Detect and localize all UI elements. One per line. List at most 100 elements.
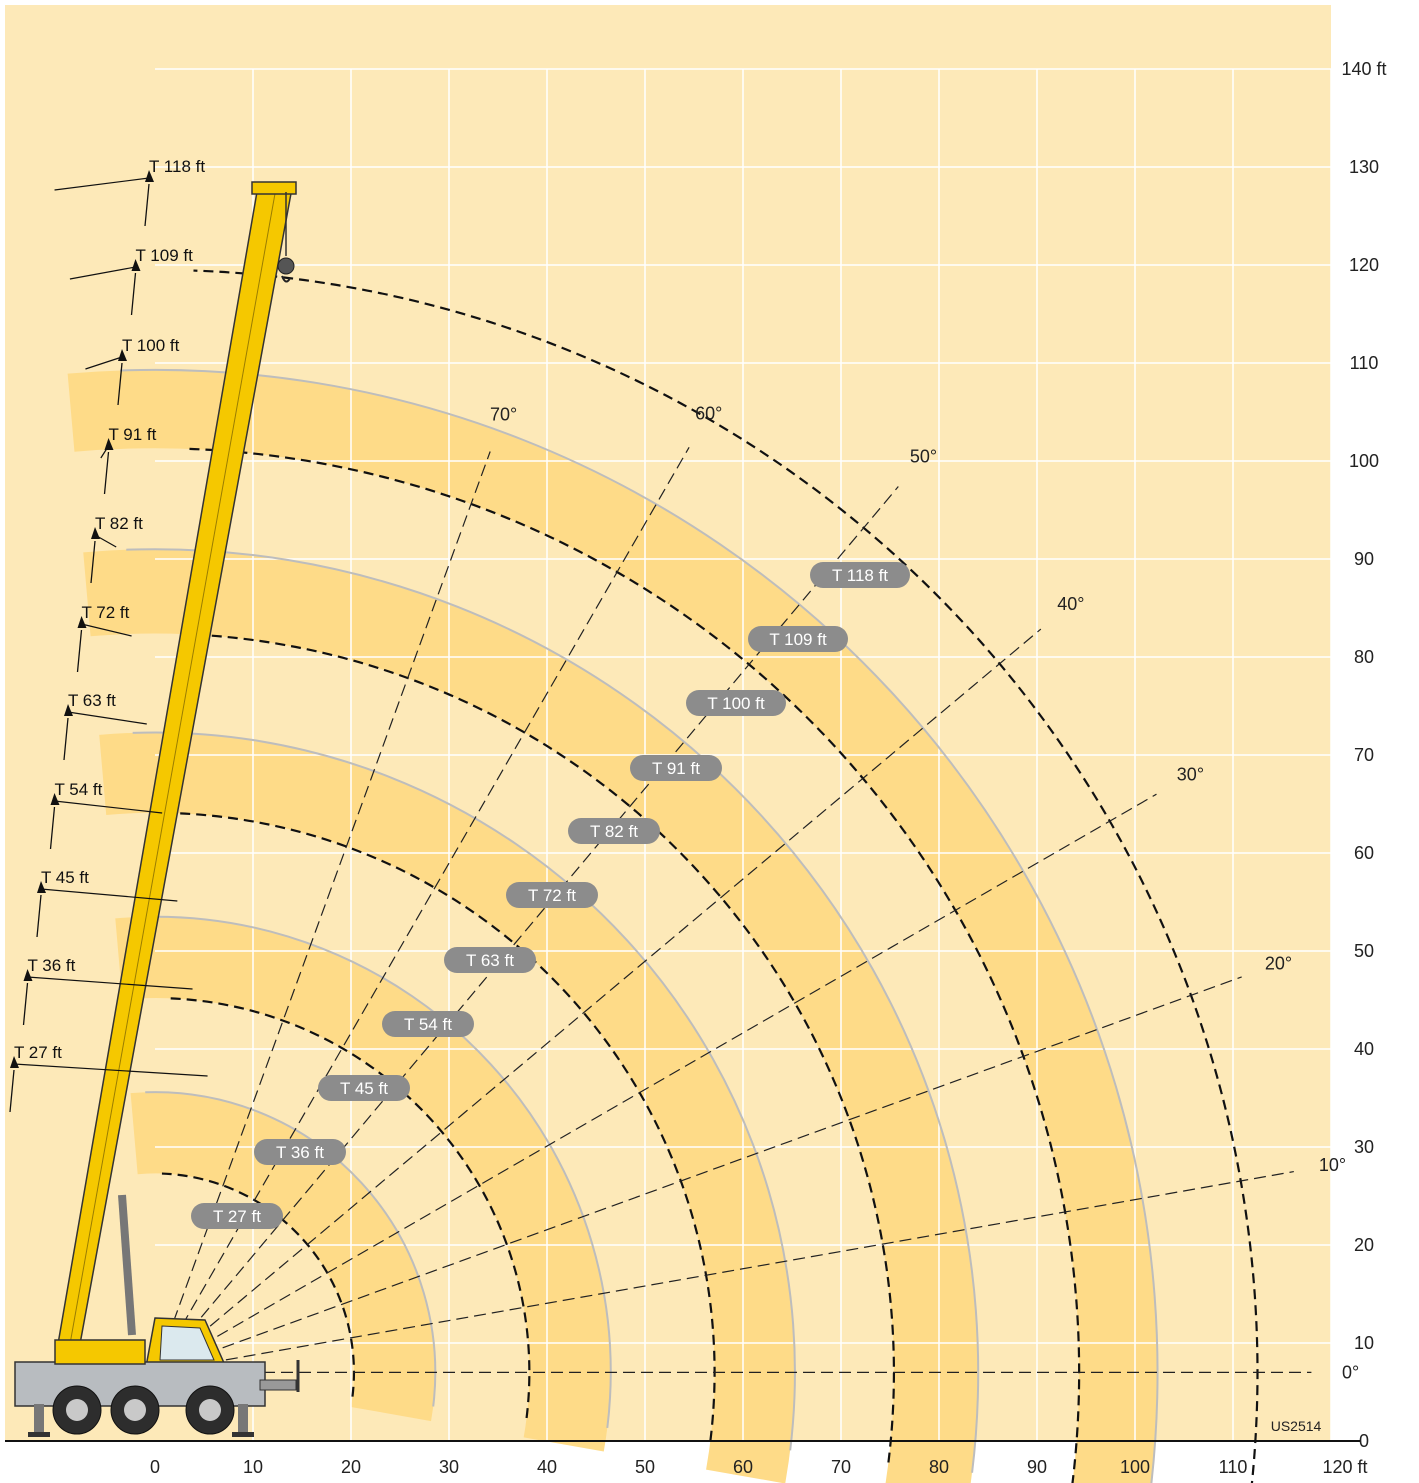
tele-label-8: T 100 ft xyxy=(122,336,180,355)
dashed-arc-5 xyxy=(193,269,1259,1483)
x-tick-10: 10 xyxy=(243,1457,263,1477)
tele-label-7: T 91 ft xyxy=(109,425,157,444)
angle-line-30 xyxy=(154,793,1157,1373)
tele-arrow-6 xyxy=(90,540,96,584)
pill-label-2: T 45 ft xyxy=(340,1079,388,1098)
tele-arrowhead-2 xyxy=(37,881,46,893)
angle-labels: 0°10°20°30°40°50°60°70° xyxy=(490,403,1359,1382)
tele-label-9: T 109 ft xyxy=(136,246,194,265)
tele-line-10 xyxy=(54,177,150,191)
tele-label-0: T 27 ft xyxy=(14,1043,62,1062)
y-tick-140: 140 ft xyxy=(1341,59,1386,79)
tele-line-2 xyxy=(40,888,178,902)
angle-label-0: 0° xyxy=(1342,1362,1359,1382)
dashed-arc-2 xyxy=(174,812,716,1441)
pill-label-9: T 109 ft xyxy=(769,630,827,649)
band-1 xyxy=(115,916,611,1452)
band-4 xyxy=(67,369,1158,1483)
tele-line-3 xyxy=(54,800,163,814)
x-tick-120: 120 ft xyxy=(1322,1457,1367,1477)
tele-label-5: T 72 ft xyxy=(82,603,130,622)
y-tick-50: 50 xyxy=(1354,941,1374,961)
pill-label-5: T 72 ft xyxy=(528,886,576,905)
tele-arrowhead-0 xyxy=(10,1056,19,1068)
tele-label-2: T 45 ft xyxy=(41,868,89,887)
pill-bg-3 xyxy=(382,1011,474,1037)
radius-dashed-arcs xyxy=(161,269,1259,1483)
pill-bg-6 xyxy=(568,818,660,844)
tele-label-10: T 118 ft xyxy=(149,157,205,176)
pill-bg-9 xyxy=(748,626,848,652)
pill-label-8: T 100 ft xyxy=(707,694,765,713)
y-tick-90: 90 xyxy=(1354,549,1374,569)
x-tick-30: 30 xyxy=(439,1457,459,1477)
pill-bg-7 xyxy=(630,755,722,781)
outer-arc-3 xyxy=(126,548,980,1473)
tele-arrowhead-7 xyxy=(104,438,114,450)
pill-bg-4 xyxy=(444,947,536,973)
tele-arrowhead-1 xyxy=(23,969,33,981)
tele-arrow-10 xyxy=(144,183,150,227)
y-tick-70: 70 xyxy=(1354,745,1374,765)
tele-arrowhead-5 xyxy=(77,616,87,628)
tele-line-9 xyxy=(69,266,136,280)
y-tick-80: 80 xyxy=(1354,647,1374,667)
band-3 xyxy=(83,549,979,1483)
y-tick-20: 20 xyxy=(1354,1235,1374,1255)
tele-arrowhead-3 xyxy=(50,793,60,805)
tele-arrow-5 xyxy=(76,629,83,673)
tele-arrowhead-6 xyxy=(91,527,100,539)
tele-arrowhead-10 xyxy=(145,170,154,182)
angle-label-10: 10° xyxy=(1319,1155,1346,1175)
tele-arrowhead-8 xyxy=(118,349,127,361)
y-tick-30: 30 xyxy=(1354,1137,1374,1157)
x-tick-60: 60 xyxy=(733,1457,753,1477)
y-tick-130: 130 xyxy=(1349,157,1379,177)
x-tick-50: 50 xyxy=(635,1457,655,1477)
pill-label-0: T 27 ft xyxy=(213,1207,261,1226)
tele-arrow-7 xyxy=(103,451,110,495)
band-0 xyxy=(130,1092,436,1422)
working-range-bands xyxy=(67,369,1158,1483)
pill-bg-10 xyxy=(810,562,910,588)
tele-arrow-8 xyxy=(117,362,123,406)
pill-label-3: T 54 ft xyxy=(404,1015,452,1034)
outer-arc-4 xyxy=(119,368,1159,1483)
tele-arrow-9 xyxy=(130,272,137,316)
x-tick-80: 80 xyxy=(929,1457,949,1477)
band-2 xyxy=(99,732,795,1483)
x-tick-20: 20 xyxy=(341,1457,361,1477)
pill-label-4: T 63 ft xyxy=(466,951,514,970)
tele-arrowhead-9 xyxy=(131,259,141,271)
tele-arrow-3 xyxy=(49,806,56,850)
drawing-code: US2514 xyxy=(1271,1418,1322,1434)
pill-bg-2 xyxy=(318,1075,410,1101)
tele-arrow-1 xyxy=(22,982,29,1026)
tele-arrowhead-4 xyxy=(64,704,73,716)
angle-label-60: 60° xyxy=(695,403,722,423)
pill-bg-1 xyxy=(254,1139,346,1165)
pill-bg-0 xyxy=(191,1203,283,1229)
tele-label-4: T 63 ft xyxy=(68,691,116,710)
tele-arrow-0 xyxy=(9,1069,15,1113)
y-tick-120: 120 xyxy=(1349,255,1379,275)
outer-arc-2 xyxy=(132,731,796,1451)
pill-bg-5 xyxy=(506,882,598,908)
x-tick-70: 70 xyxy=(831,1457,851,1477)
tele-arrow-4 xyxy=(63,717,69,761)
angle-line-40 xyxy=(154,628,1042,1373)
outer-arc-0 xyxy=(145,1091,437,1407)
tele-line-1 xyxy=(27,976,193,990)
telescope-length-markers: T 27 ftT 36 ftT 45 ftT 54 ftT 63 ftT 72 … xyxy=(9,157,208,1113)
pill-label-7: T 91 ft xyxy=(652,759,700,778)
angle-line-10 xyxy=(154,1171,1294,1373)
angle-label-30: 30° xyxy=(1177,765,1204,785)
angle-label-70: 70° xyxy=(490,405,517,425)
x-tick-110: 110 xyxy=(1219,1457,1248,1477)
crane-icon xyxy=(14,181,300,1437)
outer-arc-1 xyxy=(139,915,612,1429)
pill-label-1: T 36 ft xyxy=(276,1143,324,1162)
